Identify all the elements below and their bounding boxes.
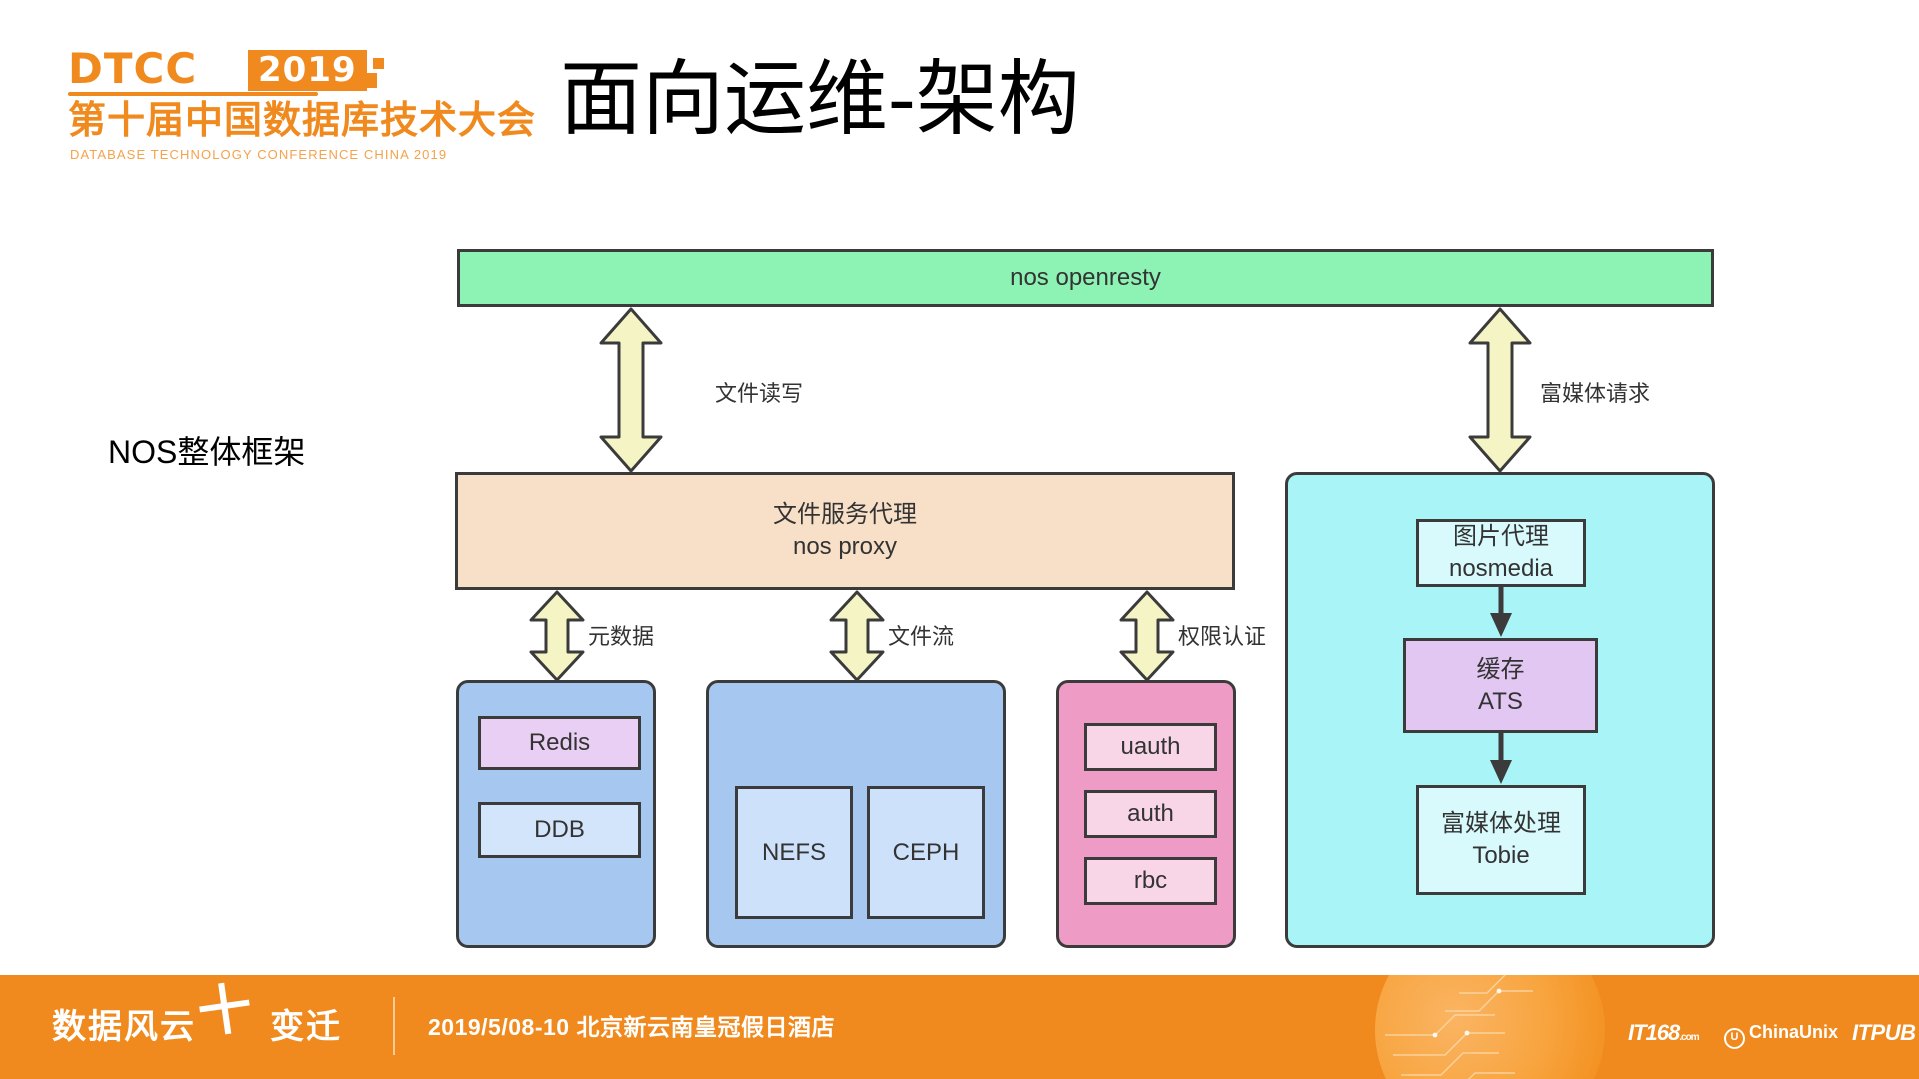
edge-label-permission-auth: 权限认证 <box>1178 624 1267 649</box>
chinaunix-logo-text: ChinaUnix <box>1749 1022 1839 1042</box>
arrow-metadata <box>529 590 585 682</box>
edge-label-file-stream: 文件流 <box>888 624 955 649</box>
globe-decoration-icon <box>1375 975 1605 1079</box>
it168-logo: IT168.com <box>1628 1020 1700 1046</box>
footer-divider <box>393 997 395 1055</box>
node-ceph[interactable]: CEPH <box>867 786 985 919</box>
node-auth[interactable]: auth <box>1084 790 1217 838</box>
node-redis[interactable]: Redis <box>478 716 641 770</box>
footer-brand-left: 数据风云 <box>52 1008 196 1046</box>
node-nefs-label: NEFS <box>761 838 826 866</box>
group-rich-media[interactable]: 图片代理 nosmedia 缓存 ATS 富媒体处理 Tobie <box>1285 472 1715 948</box>
arrow-rich-media-request <box>1468 307 1532 473</box>
dtcc-english-name: DATABASE TECHNOLOGY CONFERENCE CHINA 201… <box>70 147 448 162</box>
arrow-file-readwrite <box>599 307 663 473</box>
diagram-caption: NOS整体框架 <box>108 434 306 470</box>
dtcc-letters: DTCC <box>68 44 198 93</box>
node-uauth-label: uauth <box>1120 733 1181 760</box>
dtcc-square-small-icon <box>373 58 384 69</box>
chinaunix-badge-icon: U <box>1724 1028 1745 1049</box>
group-metadata-store[interactable]: Redis DDB <box>456 680 656 948</box>
dtcc-year-badge: 2019 <box>248 50 367 91</box>
footer-event-info: 2019/5/08-10 北京新云南皇冠假日酒店 <box>428 1014 835 1040</box>
node-nosmedia-label: 图片代理 nosmedia <box>1448 523 1554 582</box>
node-ddb-label: DDB <box>534 816 585 843</box>
dtcc-underline-rule <box>68 92 318 96</box>
arrow-nosmedia-to-ats <box>1490 587 1512 637</box>
node-nos-openresty[interactable]: nos openresty <box>457 249 1714 307</box>
arrow-ats-to-tobie <box>1490 733 1512 784</box>
slide-header: DTCC 2019 第十届中国数据库技术大会 DATABASE TECHNOLO… <box>0 0 1919 185</box>
architecture-diagram: NOS整体框架 nos openresty 文件读写 富媒体请求 文件服务代理 … <box>108 249 1715 948</box>
node-auth-label: auth <box>1127 800 1174 827</box>
dtcc-square-large-icon <box>362 73 377 88</box>
dtcc-chinese-name: 第十届中国数据库技术大会 <box>68 100 537 142</box>
node-redis-label: Redis <box>528 729 591 756</box>
node-nos-openresty-label: nos openresty <box>1010 264 1161 291</box>
node-rbc-label: rbc <box>1133 867 1168 894</box>
node-nos-proxy-label: 文件服务代理 nos proxy <box>773 501 917 560</box>
node-ddb[interactable]: DDB <box>478 802 641 858</box>
node-rbc[interactable]: rbc <box>1084 857 1217 905</box>
node-nosmedia[interactable]: 图片代理 nosmedia <box>1416 519 1586 587</box>
edge-label-metadata: 元数据 <box>588 624 655 649</box>
node-nos-proxy[interactable]: 文件服务代理 nos proxy <box>455 472 1235 590</box>
group-file-store[interactable]: NEFS CEPH <box>706 680 1006 948</box>
node-ats-cache[interactable]: 缓存 ATS <box>1403 638 1598 733</box>
it168-logo-suffix: .com <box>1679 1032 1699 1043</box>
dtcc-logo: DTCC 2019 第十届中国数据库技术大会 DATABASE TECHNOLO… <box>68 44 535 168</box>
node-ats-cache-label: 缓存 ATS <box>1476 655 1525 715</box>
page-title: 面向运维-架构 <box>560 52 1080 147</box>
slide-footer: 数据风云 十 变迁 2019/5/08-10 北京新云南皇冠假日酒店 <box>0 975 1919 1079</box>
node-ceph-label: CEPH <box>892 838 960 866</box>
dtcc-logo-top-row: DTCC 2019 <box>68 44 508 93</box>
circuit-lines-icon <box>1385 975 1533 1079</box>
arrow-permission-auth <box>1119 590 1175 682</box>
edge-label-rich-media-request: 富媒体请求 <box>1540 381 1651 406</box>
node-tobie-label: 富媒体处理 Tobie <box>1441 810 1561 869</box>
edge-label-file-readwrite: 文件读写 <box>715 381 804 406</box>
node-uauth[interactable]: uauth <box>1084 723 1217 771</box>
arrow-file-stream <box>829 590 885 682</box>
group-auth-services[interactable]: uauth auth rbc <box>1056 680 1236 948</box>
itpub-logo: ITPUB <box>1852 1020 1916 1045</box>
footer-brand-right: 变迁 <box>270 1008 342 1046</box>
node-tobie[interactable]: 富媒体处理 Tobie <box>1416 785 1586 895</box>
footer-brand-mark: 十 <box>193 975 257 1046</box>
it168-logo-text: IT168 <box>1628 1020 1680 1045</box>
node-nefs[interactable]: NEFS <box>735 786 853 919</box>
